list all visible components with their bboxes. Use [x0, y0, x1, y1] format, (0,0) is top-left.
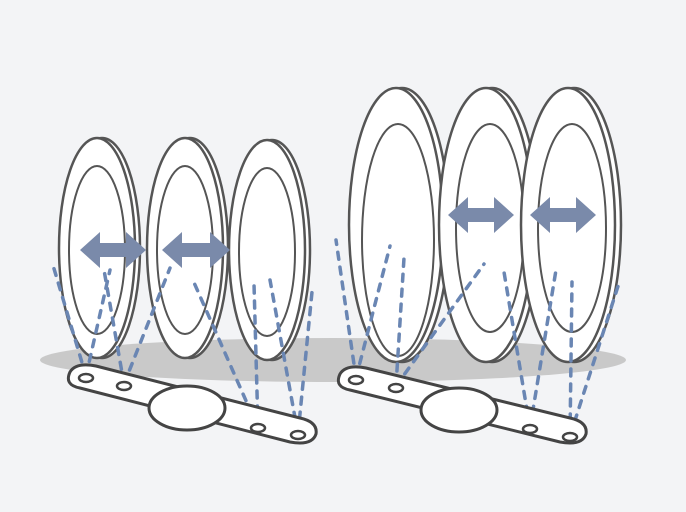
- spray-arm-icon: [66, 363, 318, 445]
- dashed-water-jet-icon: [268, 278, 300, 436]
- dashed-water-jet-icon: [528, 268, 558, 430]
- plate: [519, 86, 623, 364]
- dashed-water-jet-icon: [50, 260, 88, 378]
- dashed-water-jet-icon: [296, 290, 314, 436]
- dashed-water-jet-icon: [394, 256, 406, 388]
- double-headed-arrow-icon: [530, 197, 596, 233]
- spray-nozzle: [347, 374, 365, 386]
- dashed-water-jet-icon: [568, 280, 574, 438]
- dashed-water-jet-icon: [122, 266, 172, 386]
- small-plates-group: [50, 136, 318, 445]
- water-jets: [50, 260, 314, 436]
- dashed-water-jet-icon: [102, 268, 126, 386]
- double-headed-arrow-icon: [448, 197, 514, 233]
- water-jets: [334, 238, 622, 438]
- spray-nozzle: [289, 429, 307, 441]
- spray-nozzle: [115, 380, 133, 392]
- dashed-water-jet-icon: [568, 278, 622, 438]
- dashed-water-jet-icon: [394, 262, 486, 388]
- double-headed-arrow-icon: [80, 232, 146, 268]
- dashed-water-jet-icon: [502, 270, 532, 430]
- plate: [347, 86, 451, 364]
- dashed-water-jet-icon: [334, 238, 358, 380]
- spray-nozzle: [521, 423, 539, 435]
- spray-nozzle: [387, 382, 405, 394]
- dashed-water-jet-icon: [354, 244, 392, 380]
- double-headed-arrow-icon: [162, 232, 230, 268]
- plate: [437, 86, 541, 364]
- large-plates-group: [334, 86, 623, 445]
- dashed-water-jet-icon: [252, 282, 260, 430]
- spray-nozzle: [249, 422, 267, 434]
- plate: [227, 138, 312, 362]
- spray-nozzle: [77, 372, 95, 384]
- spray-arm-icon: [336, 365, 588, 445]
- spray-nozzle: [561, 431, 579, 443]
- dashed-water-jet-icon: [190, 276, 260, 430]
